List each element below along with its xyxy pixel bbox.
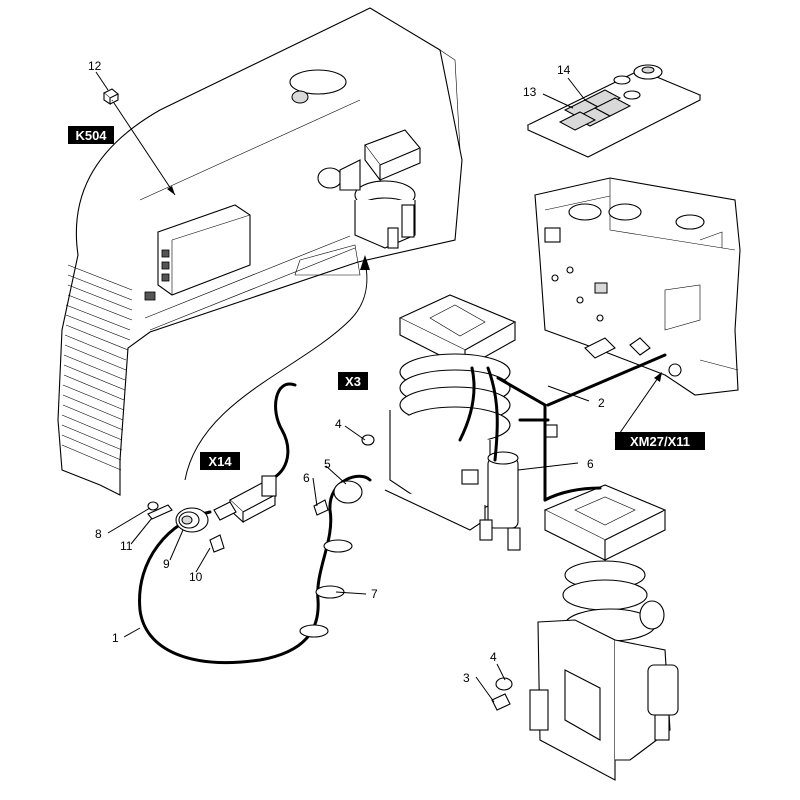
callout-11: 11 xyxy=(120,539,133,553)
callout-8: 8 xyxy=(95,527,102,541)
svg-text:X3: X3 xyxy=(345,374,361,389)
chassis-frame xyxy=(534,177,741,396)
callout-2: 2 xyxy=(598,396,605,410)
cable-clamps xyxy=(299,480,363,638)
connector-x14 xyxy=(213,475,277,524)
hood-grille xyxy=(61,264,133,471)
part-12-cube xyxy=(103,88,119,106)
grommet xyxy=(175,507,209,533)
callout-12: 12 xyxy=(88,59,102,73)
rocker-switches xyxy=(558,89,632,131)
callout-13: 13 xyxy=(523,85,537,99)
heater-main xyxy=(384,294,558,551)
callout-14: 14 xyxy=(557,63,571,77)
arrow-to-control-box xyxy=(111,99,176,196)
callout-6-right: 6 xyxy=(587,457,594,471)
arrow-to-hood-heater xyxy=(184,255,370,481)
callout-6-left: 6 xyxy=(303,471,310,485)
callout-numbers: 1 2 3 4 4 5 6 6 7 8 9 10 11 12 13 14 xyxy=(88,59,605,685)
tag-xm27-x11: XM27/X11 xyxy=(615,432,705,450)
callout-10: 10 xyxy=(189,570,203,584)
arrow-xm27 xyxy=(614,372,662,441)
leader-lines xyxy=(95,71,590,703)
tag-x14: X14 xyxy=(200,452,240,470)
heater-lower xyxy=(529,484,679,781)
callout-3: 3 xyxy=(463,671,470,685)
callout-9: 9 xyxy=(163,557,170,571)
svg-text:X14: X14 xyxy=(208,454,232,469)
callout-4-center: 4 xyxy=(335,417,342,431)
tag-x3: X3 xyxy=(338,372,368,390)
callout-5: 5 xyxy=(324,457,331,471)
callout-7: 7 xyxy=(371,587,378,601)
tag-k504: K504 xyxy=(68,126,114,144)
engine-hood xyxy=(57,7,463,496)
switch-panel xyxy=(526,64,702,158)
callout-1: 1 xyxy=(112,631,119,645)
heater-on-hood xyxy=(294,129,421,276)
control-box xyxy=(144,204,251,301)
svg-text:K504: K504 xyxy=(75,128,107,143)
wiring-harness xyxy=(138,353,667,665)
svg-text:XM27/X11: XM27/X11 xyxy=(630,434,690,449)
small-hardware xyxy=(147,434,513,711)
callout-4-lower: 4 xyxy=(490,650,497,664)
